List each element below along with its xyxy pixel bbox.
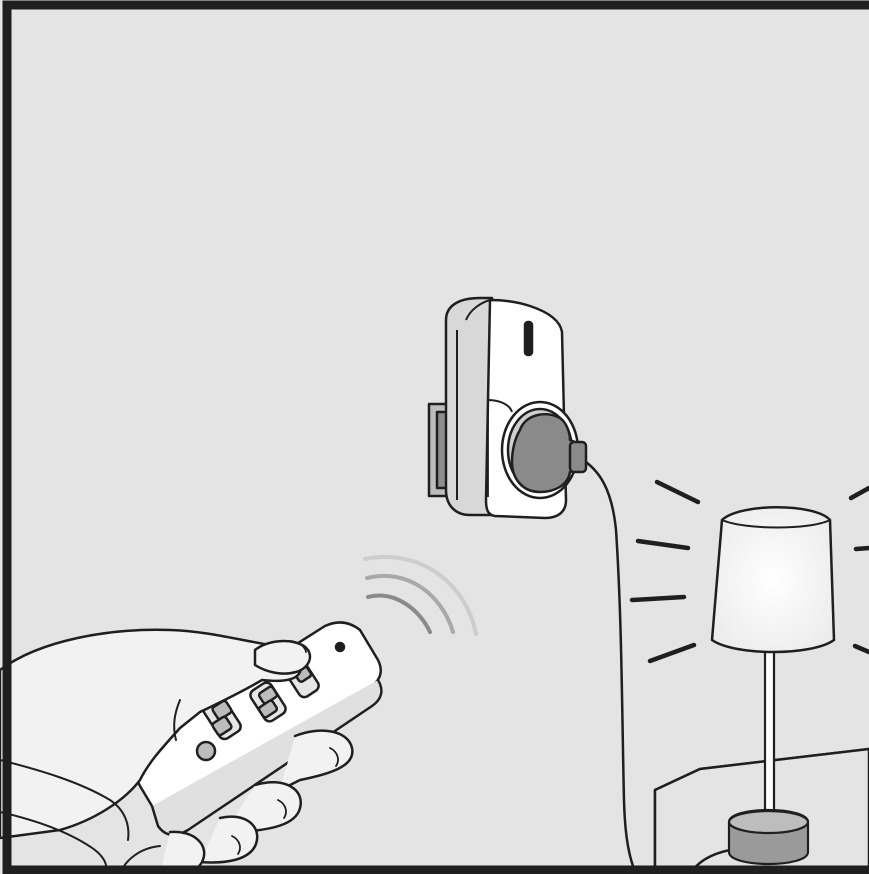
illustration-canvas	[0, 0, 869, 874]
remote-controlled-socket-illustration	[0, 0, 869, 874]
